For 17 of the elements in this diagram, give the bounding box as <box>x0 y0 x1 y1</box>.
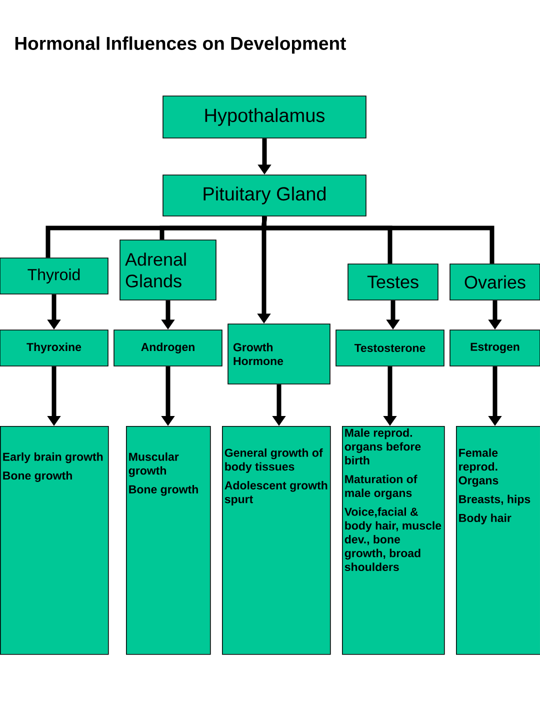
gland-box: Testes <box>348 264 438 300</box>
hormone-box: Androgen <box>114 330 222 366</box>
effects-box: Male reprod. organs before birth Maturation of male organs Voice,facial & body hair, muscle dev., bone growth, broad shoulders <box>342 426 445 655</box>
gland-box: Ovaries <box>450 264 540 300</box>
hormone-box: Growth Hormone <box>228 324 330 384</box>
effects-box: Female reprod. Organs Breasts, hips Body hair <box>456 426 540 655</box>
process-box: Hypothalamus <box>162 96 366 138</box>
effects-box: General growth of body tissues Adolescent growth spurt <box>222 426 331 655</box>
hormone-box: Testosterone <box>336 330 444 366</box>
hormone-box: Estrogen <box>450 330 540 366</box>
process-box: Pituitary Gland <box>162 174 366 216</box>
gland-box: Adrenal Glands <box>120 240 216 300</box>
effects-box: Early brain growth Bone growth <box>0 426 109 655</box>
gland-box: Thyroid <box>0 258 108 294</box>
title: Hormonal Influences on Development <box>15 36 346 54</box>
hormone-box: Thyroxine <box>0 330 108 366</box>
effects-box: Muscular growth Bone growth <box>126 426 211 655</box>
